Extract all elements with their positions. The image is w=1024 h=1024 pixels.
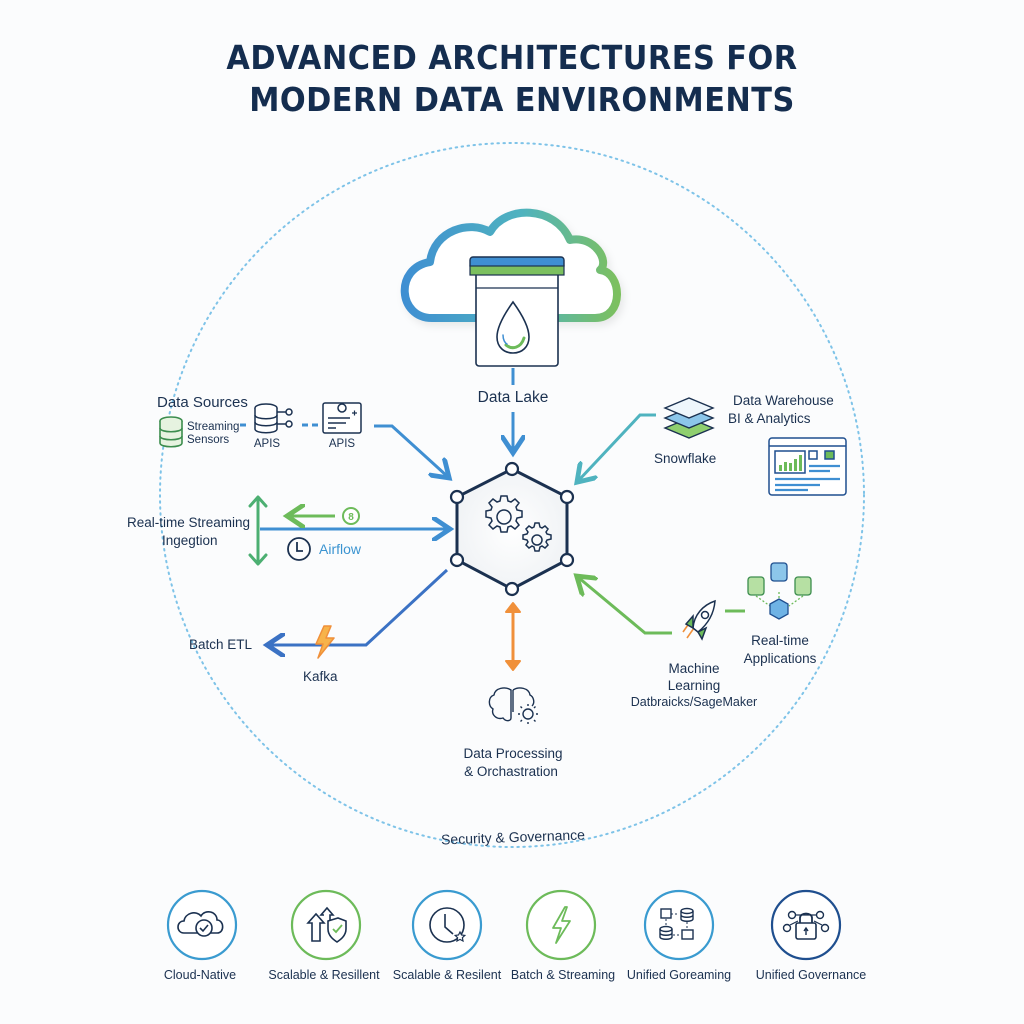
- layers-icon: [663, 397, 715, 439]
- api-server-icon: [254, 403, 293, 434]
- feature-badge-4: [643, 889, 715, 961]
- data-lake-label: Data Lake: [477, 389, 549, 406]
- kafka-label: Kafka: [303, 669, 338, 684]
- realtime-ingestion-line-2: Ingegtion: [162, 533, 218, 548]
- ml-line-1: Machine: [668, 661, 720, 676]
- feature-label-cloud-native: Cloud-Native: [163, 968, 237, 982]
- brain-gear-icon: [488, 687, 538, 724]
- realtime-apps-network-icon: [747, 562, 812, 620]
- rocket-icon: [682, 599, 716, 641]
- feature-ring: [643, 889, 715, 961]
- feature-label-scalable-2: Scalable & Resilent: [392, 968, 502, 982]
- dashboard-icon: [768, 437, 847, 496]
- feature-badge-1: [290, 889, 362, 961]
- feature-ring: [290, 889, 362, 961]
- feature-label-batch-streaming: Batch & Streaming: [510, 968, 616, 982]
- realtime-ingestion-line-1: Real-time Streaming: [127, 515, 251, 530]
- feature-ring: [525, 889, 597, 961]
- processing-line-2: & Orchastration: [464, 764, 558, 779]
- vertical-double-arrow: [248, 495, 268, 566]
- cloud-jar-droplet-icon: [400, 208, 621, 367]
- arrows-shield-icon: [306, 906, 347, 943]
- feature-badge-5: [770, 889, 842, 961]
- feature-label-unified-governance: Unified Governance: [755, 968, 867, 982]
- clock-star-icon: [429, 907, 467, 943]
- data-sources-title: Data Sources: [157, 394, 248, 411]
- feature-badge-3: [525, 889, 597, 961]
- feature-badge-2: [411, 889, 483, 961]
- lightning-icon: [315, 625, 335, 659]
- realtime-apps-line-2: Applications: [743, 651, 817, 666]
- page-title-line-1: ADVANCED ARCHITECTURES FOR: [226, 38, 798, 77]
- token-icon: 8: [342, 507, 360, 525]
- processing-hub[interactable]: [449, 461, 575, 597]
- data-flow-icon: [659, 907, 694, 940]
- cloud-check-icon: [177, 911, 224, 937]
- warehouse-arrow: [579, 413, 656, 480]
- feature-label-scalable-1: Scalable & Resillent: [268, 968, 380, 982]
- feature-badge-0: [166, 889, 238, 961]
- database-icon: [159, 416, 183, 448]
- svg-text:8: 8: [348, 512, 354, 523]
- data-warehouse-line-1: Data Warehouse: [733, 393, 834, 408]
- batch-etl-label: Batch ETL: [189, 637, 253, 652]
- page-title-line-2: MODERN DATA ENVIRONMENTS: [249, 80, 795, 119]
- ml-line-2: Learning: [667, 678, 721, 693]
- data-warehouse-line-2: BI & Analytics: [728, 411, 811, 426]
- ml-line-3: Datbraicks/SageMaker: [630, 695, 758, 709]
- batch-etl-arrow: [270, 568, 449, 645]
- gears-icon: [485, 495, 552, 552]
- clock-icon: [287, 537, 311, 561]
- security-governance-ring: [159, 142, 865, 848]
- lightning-icon: [552, 906, 571, 944]
- lock-network-icon: [782, 910, 830, 940]
- machine-learning-arrow: [579, 578, 672, 635]
- api-label-2: APIS: [328, 438, 356, 450]
- api-card-icon: [322, 402, 362, 434]
- sensors-label: Sensors: [187, 434, 230, 446]
- snowflake-label: Snowflake: [654, 451, 717, 466]
- airflow-label: Airflow: [319, 541, 362, 557]
- data-sources-arrow: [374, 424, 447, 476]
- api-label-1: APIS: [253, 438, 281, 450]
- processing-line-1: Data Processing: [463, 746, 563, 761]
- feature-ring: [411, 889, 483, 961]
- feature-label-unified-goreaming: Unified Goreaming: [626, 968, 732, 982]
- processing-double-arrow: [505, 602, 521, 671]
- streaming-label: Streaming: [187, 421, 240, 433]
- realtime-apps-line-1: Real-time: [751, 633, 809, 648]
